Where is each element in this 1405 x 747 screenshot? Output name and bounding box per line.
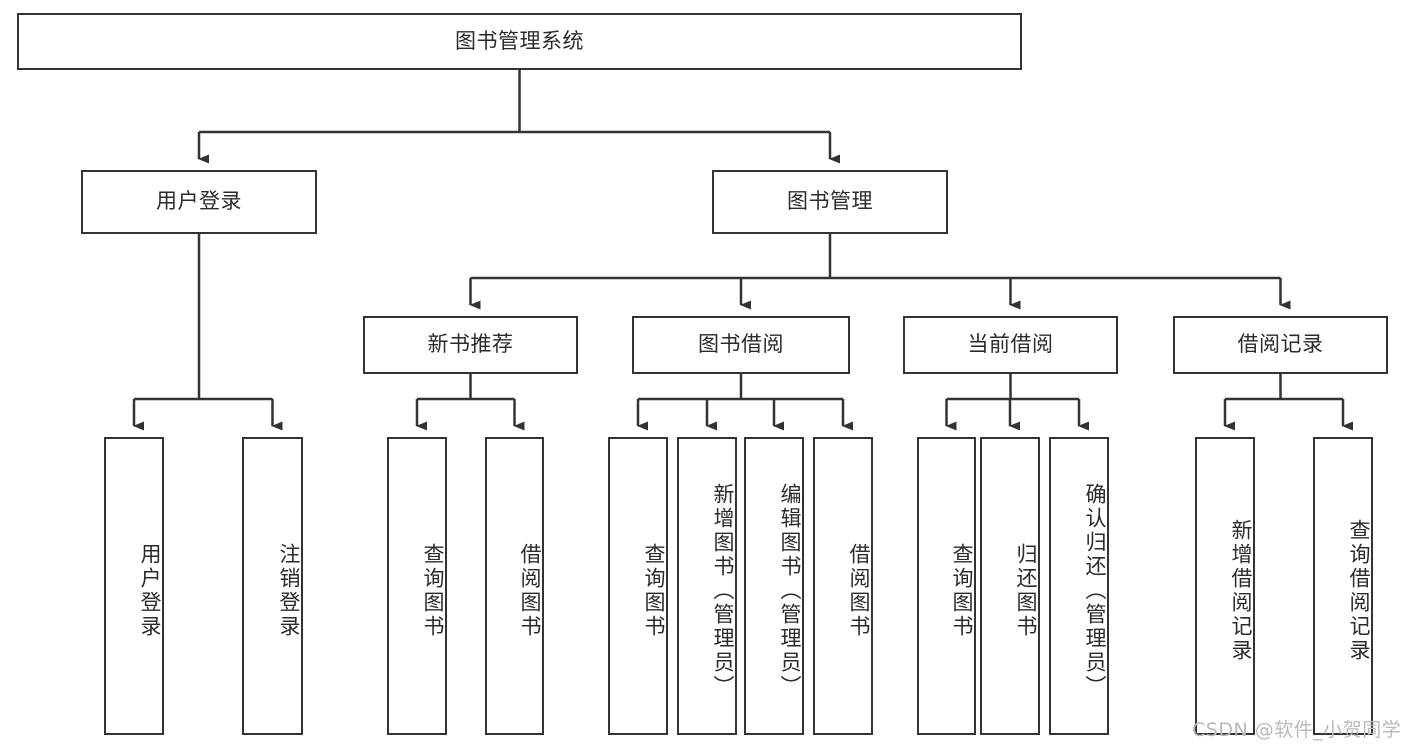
node-records[interactable]: 借阅记录 bbox=[1173, 316, 1388, 374]
node-leaf-12[interactable]: 新增借阅记录 bbox=[1195, 437, 1255, 735]
node-label: 新增图书（管理员） bbox=[711, 483, 735, 699]
node-label: 图书管理系统 bbox=[455, 28, 584, 53]
node-label: 借阅图书 bbox=[518, 543, 542, 639]
node-root[interactable]: 图书管理系统 bbox=[17, 13, 1022, 70]
node-leaf-2[interactable]: 注销登录 bbox=[242, 437, 303, 735]
node-bookmgmt[interactable]: 图书管理 bbox=[712, 170, 948, 234]
node-label: 归还图书 bbox=[1014, 543, 1038, 639]
node-label: 查询图书 bbox=[421, 543, 445, 639]
node-leaf-4[interactable]: 借阅图书 bbox=[485, 437, 544, 735]
node-leaf-5[interactable]: 查询图书 bbox=[608, 437, 668, 735]
node-leaf-7[interactable]: 编辑图书（管理员） bbox=[744, 437, 804, 735]
node-label: 注销登录 bbox=[277, 543, 301, 639]
node-label: 用户登录 bbox=[138, 543, 162, 639]
node-label: 图书借阅 bbox=[698, 332, 784, 357]
node-leaf-10[interactable]: 归还图书 bbox=[980, 437, 1040, 735]
node-label: 借阅图书 bbox=[847, 543, 871, 639]
node-leaf-3[interactable]: 查询图书 bbox=[387, 437, 447, 735]
csdn-watermark: CSDN @软件_小贺同学 bbox=[1192, 719, 1402, 741]
node-label: 当前借阅 bbox=[967, 332, 1054, 357]
node-leaf-9[interactable]: 查询图书 bbox=[917, 437, 976, 735]
node-label: 用户登录 bbox=[156, 189, 242, 214]
node-label: 查询图书 bbox=[642, 543, 666, 639]
node-leaf-13[interactable]: 查询借阅记录 bbox=[1313, 437, 1373, 735]
node-label: 编辑图书（管理员） bbox=[778, 483, 802, 699]
node-current[interactable]: 当前借阅 bbox=[903, 316, 1118, 374]
node-label: 借阅记录 bbox=[1237, 332, 1324, 357]
node-label: 查询借阅记录 bbox=[1347, 519, 1371, 663]
node-newbook[interactable]: 新书推荐 bbox=[363, 316, 578, 374]
node-login[interactable]: 用户登录 bbox=[81, 170, 317, 234]
node-borrow[interactable]: 图书借阅 bbox=[632, 316, 850, 374]
node-leaf-11[interactable]: 确认归还（管理员） bbox=[1049, 437, 1109, 735]
node-label: 查询图书 bbox=[950, 543, 974, 639]
node-leaf-1[interactable]: 用户登录 bbox=[104, 437, 164, 735]
node-leaf-6[interactable]: 新增图书（管理员） bbox=[677, 437, 737, 735]
node-label: 图书管理 bbox=[787, 189, 873, 214]
node-label: 确认归还（管理员） bbox=[1083, 483, 1107, 699]
node-label: 新书推荐 bbox=[427, 332, 514, 357]
node-label: 新增借阅记录 bbox=[1229, 519, 1253, 663]
node-leaf-8[interactable]: 借阅图书 bbox=[813, 437, 873, 735]
